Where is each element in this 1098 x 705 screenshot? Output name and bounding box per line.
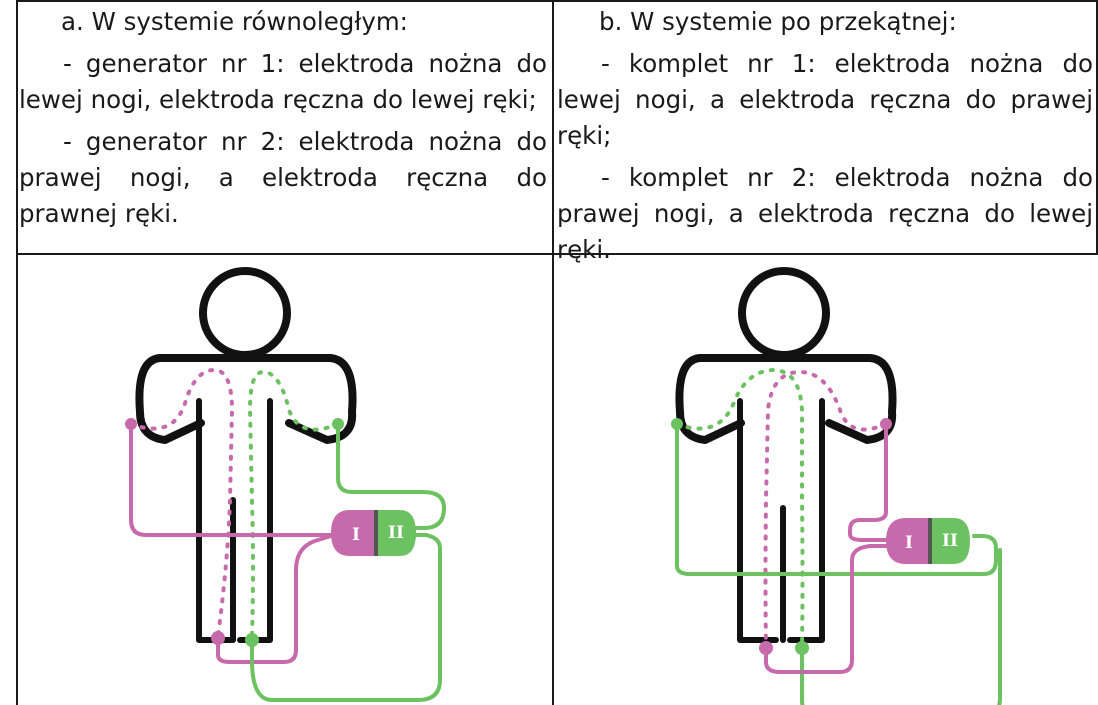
left-green-hand-electrode	[332, 418, 344, 430]
left-figure-body-left	[196, 398, 234, 643]
right-green-wire-arm	[675, 422, 998, 576]
right-green-foot-electrode	[795, 641, 809, 655]
right-text-cell: b. W systemie po przekątnej: - komplet n…	[557, 4, 1093, 264]
left-pink-wire-arm	[129, 422, 336, 537]
right-item-2: - komplet nr 2: elektroda nożna do prawe…	[557, 163, 1093, 264]
right-pink-foot-electrode	[759, 641, 773, 655]
table-border-right	[1096, 0, 1098, 254]
right-green-hand-electrode	[671, 418, 683, 430]
left-figure-body-right	[237, 398, 273, 643]
left-item-1: - generator nr 1: elektroda nożna do lew…	[19, 49, 547, 114]
table-border-center	[552, 0, 554, 705]
right-figure: I II	[671, 267, 1002, 705]
right-device-label-2: II	[942, 531, 958, 551]
left-pink-hand-electrode	[125, 418, 137, 430]
left-text-cell: a. W systemie równoległym: - generator n…	[19, 4, 547, 252]
right-device-label-1: I	[905, 533, 913, 553]
left-green-dotted-path	[248, 370, 340, 638]
right-figure-head	[738, 267, 830, 359]
table-border-left	[16, 0, 18, 705]
left-device-label-2: II	[388, 523, 404, 543]
table-border-middle	[16, 253, 1098, 255]
left-pink-dotted-path	[129, 368, 234, 638]
right-generator-device: I II	[886, 518, 970, 564]
right-pink-wire-arm	[848, 422, 890, 542]
left-figure-head	[199, 267, 291, 359]
left-green-foot-electrode	[245, 633, 259, 647]
right-pink-wire-leg	[764, 544, 890, 674]
right-figure-body-left	[737, 398, 779, 643]
left-green-wire-leg	[250, 533, 442, 702]
right-item-1: - komplet nr 1: elektroda nożna do lewej…	[557, 49, 1093, 150]
left-figure-shoulders	[135, 354, 357, 444]
right-pink-dotted-path	[763, 370, 888, 650]
right-heading: b. W systemie po przekątnej:	[599, 7, 957, 36]
left-generator-device: I II	[331, 510, 416, 556]
left-pink-wire-leg	[216, 533, 336, 664]
left-heading: a. W systemie równoległym:	[61, 7, 408, 36]
table-border-top	[16, 0, 1098, 2]
right-pink-hand-electrode	[880, 418, 892, 430]
left-item-2: - generator nr 2: elektroda nożna do pra…	[19, 127, 547, 228]
left-green-wire-arm	[336, 422, 446, 530]
left-figure: I II	[125, 267, 446, 702]
left-pink-foot-electrode	[211, 631, 225, 645]
right-figure-body-right	[787, 398, 825, 643]
left-device-label-1: I	[352, 525, 360, 545]
